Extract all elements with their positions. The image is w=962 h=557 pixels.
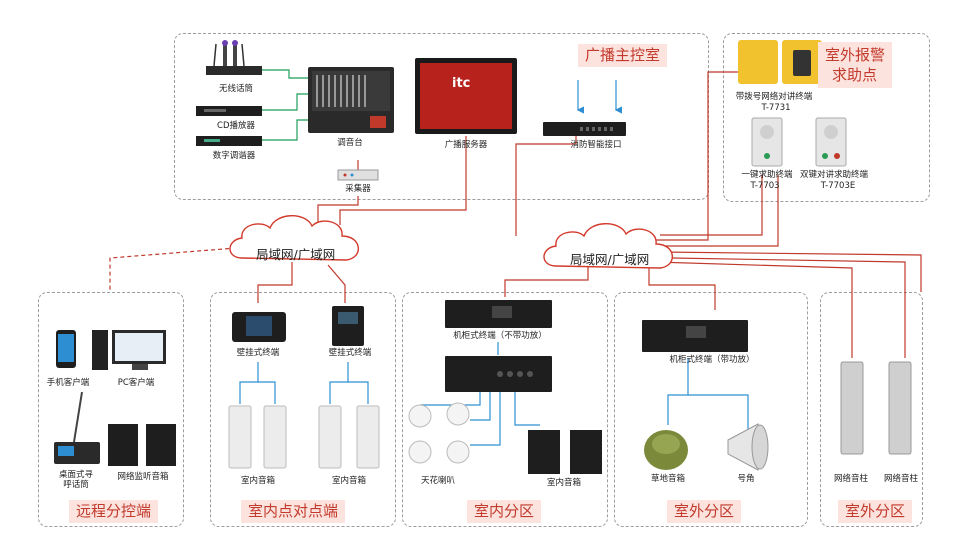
- pc-device: [92, 330, 166, 370]
- cloud-shape-left: [229, 215, 359, 261]
- tag-master: 广播主控室: [578, 44, 668, 67]
- tag-outdoor-1: 室外分区: [667, 500, 742, 523]
- label-ceiling-speaker: 天花喇叭: [420, 476, 456, 486]
- wireless-mic-device: [206, 40, 262, 75]
- cd-player-device: [196, 106, 262, 116]
- label-indoor-speaker-2: 室内音箱: [331, 476, 367, 486]
- one-key-terminal-device: [751, 117, 783, 167]
- label-dial-terminal-model: T-7731: [761, 103, 791, 113]
- label-server: 广播服务器: [444, 140, 488, 150]
- amp-rack-device: [445, 356, 552, 392]
- label-wall-terminal-2: 壁挂式终端: [328, 348, 372, 358]
- blue-audio-lines: [239, 80, 749, 446]
- tag-outdoor-alarm-line1: 室外报警: [825, 46, 886, 64]
- label-rack-amp: 机柜式终端（带功放）: [669, 355, 755, 365]
- label-lawn-speaker: 草地音箱: [650, 474, 686, 484]
- indoor-speakers-p2p: [228, 405, 380, 469]
- cloud-right-label: 局域网/广域网: [570, 252, 650, 267]
- cloud-shape-right: [543, 223, 673, 269]
- label-desk-paging-line2: 呼话筒: [63, 480, 89, 490]
- mobile-device: [56, 330, 76, 368]
- cloud-left-label: 局域网/广域网: [256, 247, 336, 262]
- label-monitor-speaker: 网络监听音箱: [117, 472, 169, 482]
- label-dual-key-model: T-7703E: [820, 181, 856, 191]
- collector-device: [337, 169, 379, 181]
- label-digital-tuner: 数字调谐器: [212, 151, 256, 161]
- label-mixer: 调音台: [337, 138, 363, 148]
- wall-terminal-1-device: [232, 312, 286, 342]
- label-column-2: 网络音柱: [883, 474, 919, 484]
- label-horn: 号角: [737, 474, 755, 484]
- indoor-speakers-zone: [528, 430, 602, 474]
- label-one-key-terminal: 一键求助终端: [741, 170, 793, 180]
- label-pc-client: PC客户端: [117, 378, 155, 388]
- red-network-lines: [257, 71, 922, 358]
- tag-remote: 远程分控端: [69, 500, 159, 523]
- tag-outdoor-2: 室外分区: [838, 500, 913, 523]
- rack-no-amp-device: [445, 300, 552, 328]
- label-rack-no-amp: 机柜式终端（不带功放）: [453, 331, 547, 341]
- green-audio-lines: [262, 69, 308, 141]
- zone-indoor-p2p: [210, 292, 396, 527]
- tag-indoor: 室内分区: [467, 500, 542, 523]
- fire-interface-device: [543, 122, 626, 136]
- tag-outdoor-alarm: 室外报警 求助点: [818, 42, 893, 88]
- server-device: [415, 58, 517, 134]
- wall-terminal-2-device: [332, 306, 364, 346]
- lawn-speaker-device: [644, 430, 688, 470]
- label-desk-paging-line1: 桌面式寻: [58, 470, 94, 480]
- dual-key-terminal-device: [815, 117, 847, 167]
- zone-outdoor-2: [820, 292, 923, 527]
- label-wireless-mic: 无线话筒: [218, 84, 254, 94]
- zone-outdoor-1: [614, 292, 808, 527]
- label-indoor-speaker-1: 室内音箱: [240, 476, 276, 486]
- monitor-speaker-device: [108, 424, 176, 466]
- mixer-device: [308, 67, 394, 133]
- label-column-1: 网络音柱: [833, 474, 869, 484]
- column-speakers-device: [840, 361, 912, 455]
- remote-dashed-link: [109, 247, 237, 290]
- label-fire-interface: 消防智能接口: [570, 140, 622, 150]
- tag-outdoor-alarm-line2: 求助点: [832, 66, 878, 84]
- label-indoor-speaker-3: 室内音箱: [546, 478, 582, 488]
- label-dial-terminal: 带拨号网络对讲终端: [735, 92, 813, 102]
- dial-terminal-device: [738, 40, 822, 84]
- server-brand: itc: [452, 76, 471, 91]
- desk-mic-device: [54, 391, 100, 464]
- zone-remote: [38, 292, 184, 527]
- label-one-key-model: T-7703: [750, 181, 780, 191]
- label-wall-terminal-1: 壁挂式终端: [236, 348, 280, 358]
- label-desk-paging: 桌面式寻 呼话筒: [59, 470, 93, 490]
- horn-device: [727, 423, 769, 471]
- ceiling-speakers-device: [408, 402, 470, 464]
- label-cd-player: CD播放器: [217, 121, 255, 131]
- label-dual-key-terminal: 双键对讲求助终端: [799, 170, 869, 180]
- zone-outdoor-alarm: [723, 33, 930, 202]
- rack-amp-device: [642, 320, 748, 352]
- label-mobile-client: 手机客户端: [46, 378, 90, 388]
- digital-tuner-device: [196, 136, 262, 146]
- label-collector: 采集器: [345, 184, 371, 194]
- tag-indoor-p2p: 室内点对点端: [241, 500, 346, 523]
